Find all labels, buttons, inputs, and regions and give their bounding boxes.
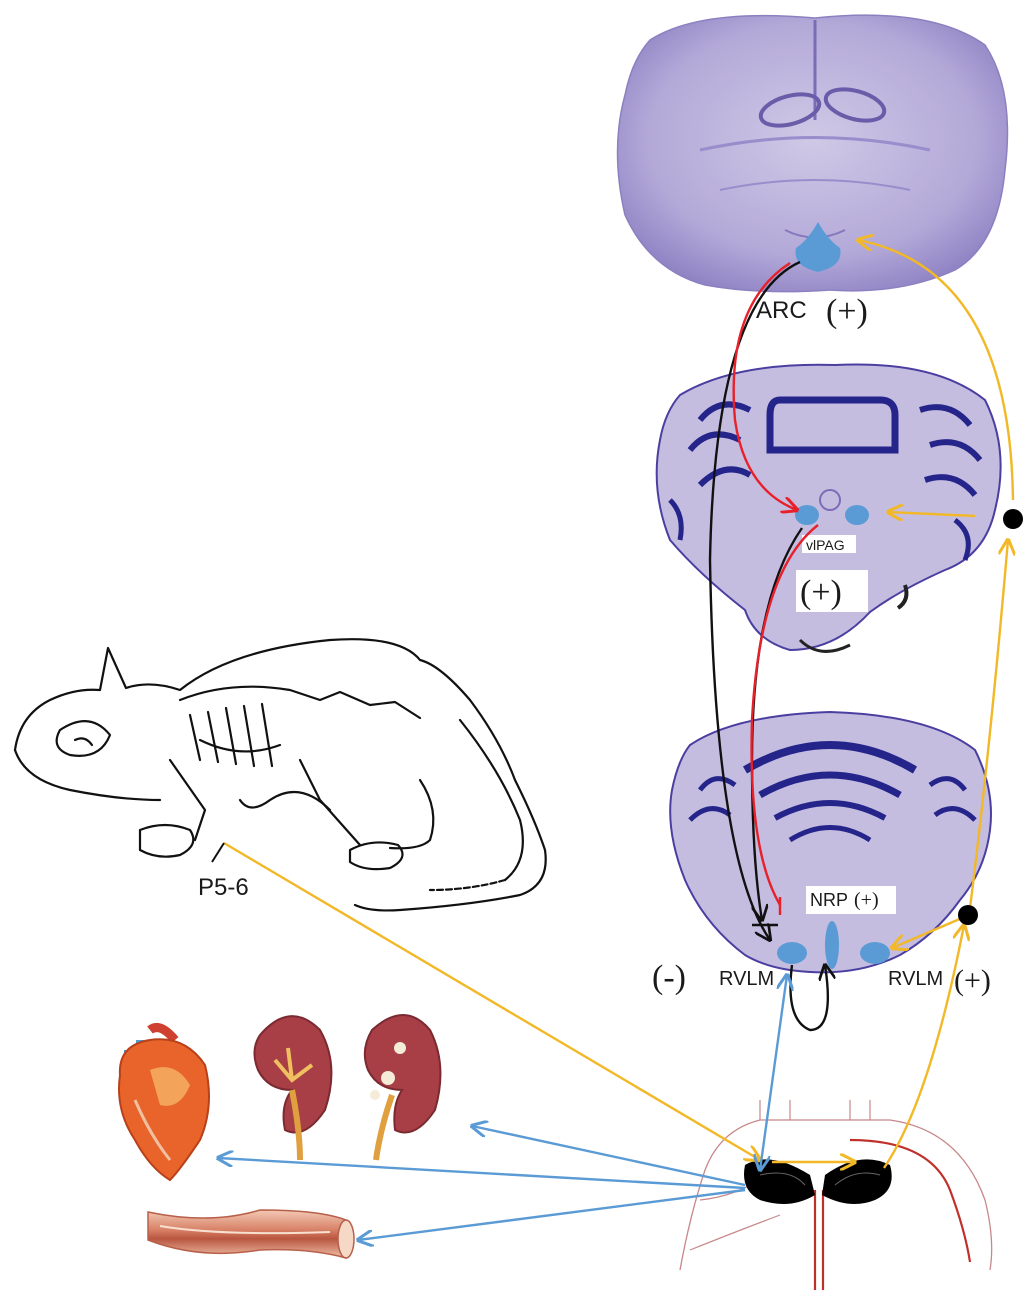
blue-pathway-rvlm-spinal: [760, 975, 787, 1170]
black-pathway-arc-rvlm: [708, 260, 801, 940]
vlpag-sign: (+): [800, 574, 842, 611]
blood-vessel-icon: [147, 1209, 355, 1259]
vlpag-nucleus-right: [845, 505, 869, 525]
arc-sign: (+): [826, 293, 868, 330]
medulla-section: [669, 710, 992, 974]
rvlm-left-label: RVLM: [719, 968, 774, 990]
rvlm-right-sign: (+): [954, 964, 991, 997]
vlpag-sign-bg: [796, 570, 868, 612]
yellow-pathway-to-vlpag: [888, 512, 976, 516]
grey-matter-right: [822, 1159, 892, 1204]
nrp-label: NRP: [810, 890, 848, 910]
arc-label: ARC: [756, 297, 807, 324]
heart-icon: [118, 1023, 210, 1182]
vlpag-nucleus-left: [795, 505, 819, 525]
red-pathway-arc-vlpag: [732, 261, 797, 510]
relay-node-upper: [1003, 509, 1023, 529]
rvlm-left-sign: (-): [652, 959, 686, 996]
nrp-nucleus: [825, 921, 839, 969]
blue-pathway-to-vessel: [358, 1188, 746, 1240]
rvlm-nucleus-left: [777, 942, 807, 964]
vlpag-label-bg: [802, 535, 856, 553]
spinal-cord-section: [679, 1100, 993, 1290]
relay-node-lower: [958, 905, 978, 925]
acupoint-label: P5-6: [198, 874, 249, 901]
acupoint-pointer: [211, 842, 225, 863]
yellow-pathway-to-rvlm-right: [892, 916, 963, 948]
kidney-diseased-icon: [363, 1014, 442, 1161]
black-loop-rvlm: [789, 965, 827, 1032]
rvlm-right-label: RVLM: [888, 968, 943, 990]
grey-matter-left: [744, 1159, 815, 1204]
blue-pathway-to-kidney: [472, 1126, 746, 1187]
nrp-sign: (+): [854, 889, 879, 911]
yellow-pathway-to-arc: [858, 240, 1015, 501]
forebrain-section: [616, 14, 1009, 293]
red-pathway-vlpag-nrp: [750, 524, 819, 906]
kidney-icon: [253, 1015, 333, 1161]
vlpag-label: vlPAG: [806, 537, 845, 553]
yellow-pathway-acupoint-spinal: [223, 841, 760, 1160]
midbrain-section: [655, 363, 1002, 653]
blue-pathway-to-heart: [218, 1158, 746, 1190]
rat-skeleton-icon: [13, 638, 547, 912]
nrp-label-bg: [806, 886, 896, 914]
arc-nucleus: [795, 222, 841, 272]
rvlm-nucleus-right: [860, 942, 890, 964]
yellow-pathway-to-relay: [968, 540, 1008, 909]
yellow-pathway-spinal-ascend: [883, 925, 964, 1169]
